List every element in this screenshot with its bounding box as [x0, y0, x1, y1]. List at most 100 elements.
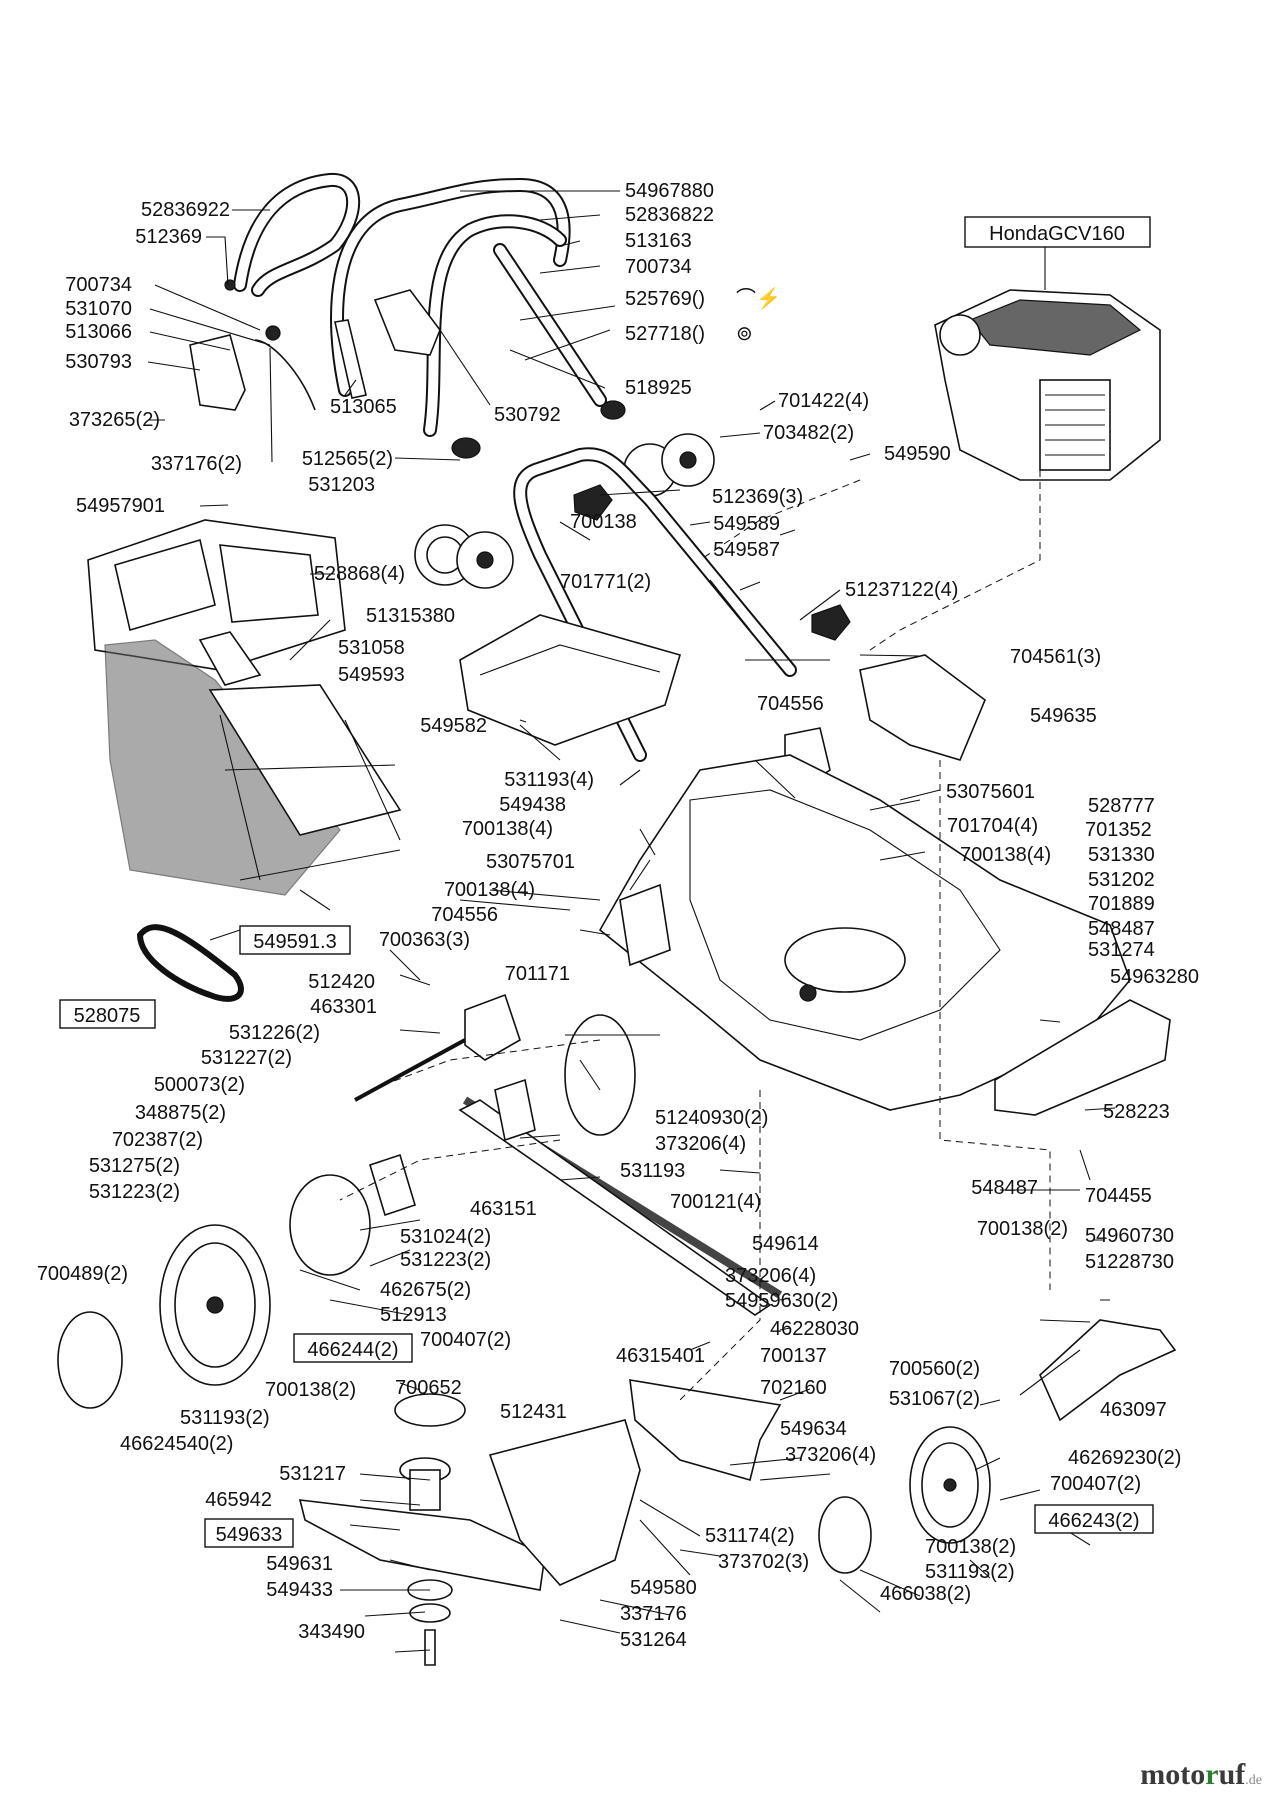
part-number: 700652 [395, 1377, 462, 1399]
part-number: 528868(4) [314, 563, 405, 585]
leader-lines [147, 190, 1116, 1653]
part-number: 701704(4) [947, 815, 1038, 837]
part-number: 373702(3) [718, 1551, 809, 1573]
part-number: 700363(3) [379, 929, 470, 951]
part-number: 549593 [338, 664, 405, 686]
part-number: 528223 [1103, 1101, 1170, 1123]
part-number: 51240930(2) [655, 1107, 768, 1129]
part-number: 700138 [570, 511, 637, 533]
part-labels: 52836922 512369 700734 531070 513066 530… [37, 180, 1199, 1651]
part-number: 463097 [1100, 1399, 1167, 1421]
part-number: 531330 [1088, 844, 1155, 866]
part-number: 700121(4) [670, 1191, 761, 1213]
mulch-plug [488, 1419, 641, 1586]
part-number: 46269230(2) [1068, 1447, 1181, 1469]
part-number: 704455 [1085, 1185, 1152, 1207]
part-number: 518925 [625, 377, 692, 399]
part-number: 46315401 [616, 1345, 705, 1367]
part-number: 348875(2) [135, 1102, 226, 1124]
boxed-part-frame [59, 999, 156, 1029]
part-number: 704556 [431, 904, 498, 926]
part-number: 700734 [65, 274, 132, 296]
part-number: 700137 [760, 1345, 827, 1367]
part-number: 54957901 [76, 495, 165, 517]
part-number: 373206(4) [725, 1265, 816, 1287]
part-number: 465942 [205, 1489, 272, 1511]
rear-guard [994, 999, 1171, 1116]
part-number: 463301 [310, 996, 377, 1018]
deflector-plate [459, 614, 681, 746]
part-number: 512565(2) [302, 448, 393, 470]
part-number: 373206(4) [655, 1133, 746, 1155]
part-number-boxed: 549633 [216, 1524, 283, 1546]
part-number: 549438 [499, 794, 566, 816]
grass-bag [104, 639, 402, 896]
part-number: 704561(3) [1010, 646, 1101, 668]
part-number: 531067(2) [889, 1388, 980, 1410]
part-number: 466038(2) [880, 1583, 971, 1605]
knob-top [573, 484, 613, 521]
part-number: 549589 [713, 513, 780, 535]
part-number: 700138(2) [265, 1379, 356, 1401]
engine-cover [859, 654, 986, 761]
part-number: 528777 [1088, 795, 1155, 817]
part-number: 548487 [1088, 918, 1155, 940]
part-number: 549582 [420, 715, 487, 737]
part-number: 527718() [625, 323, 705, 345]
part-number: 513163 [625, 230, 692, 252]
part-number: 703482(2) [763, 422, 854, 444]
knob-right [811, 604, 851, 641]
part-number: 531203 [308, 474, 375, 496]
part-number: 701171 [505, 963, 570, 985]
part-number: 531193(2) [180, 1407, 270, 1429]
part-number: 531024(2) [400, 1226, 491, 1248]
part-number: 54963280 [1110, 966, 1199, 988]
part-number: 531274 [1088, 939, 1155, 961]
part-number-boxed: 549591.3 [253, 931, 336, 953]
part-number: 701352 [1085, 819, 1152, 841]
part-number: 52836922 [141, 199, 230, 221]
brake-lever-icon: ⊚ [736, 323, 753, 345]
boxed-part-frame [204, 1518, 294, 1548]
boxed-part-frame [239, 925, 351, 955]
part-number: 531226(2) [229, 1022, 320, 1044]
part-number: 531275(2) [89, 1155, 180, 1177]
part-number: 700138(2) [977, 1218, 1068, 1240]
upper-handle-right [330, 178, 607, 437]
part-number: 531223(2) [89, 1181, 180, 1203]
blade-assembly [298, 1393, 546, 1666]
part-number: 52836822 [625, 204, 714, 226]
part-number: 54967880 [625, 180, 714, 202]
part-number: 51228730 [1085, 1251, 1174, 1273]
v-belt [136, 924, 244, 1002]
part-number: 46228030 [770, 1318, 859, 1340]
boxed-part-frame [293, 1333, 413, 1363]
height-adjust-gear-left [414, 524, 514, 589]
part-number: 512420 [308, 971, 375, 993]
engine [934, 289, 1161, 481]
part-number: 512369(3) [712, 486, 803, 508]
part-number: 500073(2) [154, 1074, 245, 1096]
part-number: 530792 [494, 404, 561, 426]
part-number: 531223(2) [400, 1249, 491, 1271]
part-number: 337176 [620, 1603, 687, 1625]
part-number: 700489(2) [37, 1263, 128, 1285]
part-number: 701771(2) [560, 571, 651, 593]
watermark-logo: motoruf.de [1140, 1758, 1262, 1791]
parts-illustration [57, 173, 1177, 1666]
part-number: 701422(4) [778, 390, 869, 412]
part-number: 463151 [470, 1198, 537, 1220]
deflector-guard [629, 1379, 782, 1481]
part-number: 702387(2) [112, 1129, 203, 1151]
part-number: 702160 [760, 1377, 827, 1399]
front-wheel [818, 1319, 1177, 1574]
boxed-part-frame [1034, 1504, 1154, 1534]
part-number: 530793 [65, 351, 132, 373]
part-number: 531193(4) [504, 769, 594, 791]
part-number: 373265(2) [69, 409, 160, 431]
part-number: 700560(2) [889, 1358, 980, 1380]
rear-wheel [57, 1014, 636, 1409]
part-number: 701889 [1088, 893, 1155, 915]
part-number: 513065 [330, 396, 397, 418]
part-number: 531202 [1088, 869, 1155, 891]
